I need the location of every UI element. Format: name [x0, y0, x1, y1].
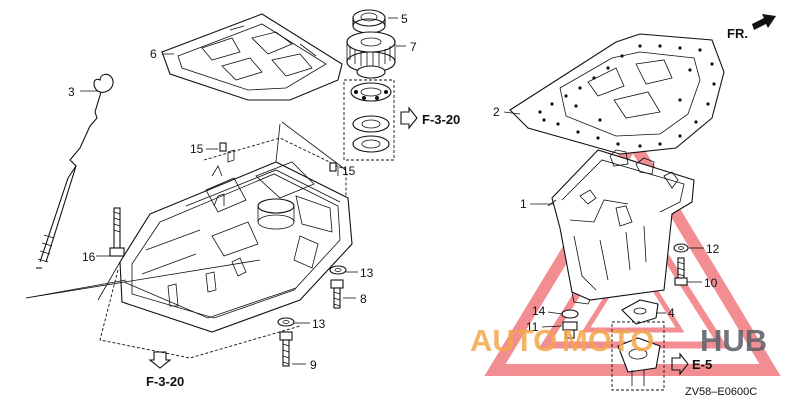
part-label-15-right: 15	[342, 164, 356, 178]
reference-arrow-e5	[671, 352, 689, 376]
gasket-14	[561, 309, 579, 319]
part-label-13-lower: 13	[312, 317, 326, 331]
plug-11	[562, 321, 578, 339]
reference-label-f3-20-top: F-3-20	[422, 112, 460, 127]
part-labels: 1 2 3 4 5 6 7 8 9 10 11 12 13 13 14 15 1…	[68, 12, 720, 372]
part-label-3: 3	[68, 85, 75, 99]
watermark-wordmark: AUTO MOTO HUB	[470, 323, 767, 358]
washer-13-upper	[329, 265, 347, 275]
washer-12	[673, 243, 689, 253]
strainer-cover-4	[621, 299, 659, 325]
reference-label-f3-20-bottom: F-3-20	[146, 374, 184, 389]
gasket-bolt-holes	[538, 44, 716, 148]
part-label-5: 5	[401, 12, 408, 26]
dowel-15b	[329, 162, 337, 172]
guide-lines	[25, 121, 347, 299]
washer-13-lower	[277, 317, 295, 327]
part-label-6: 6	[150, 47, 157, 61]
watermark-text-auto: AUTO	[470, 323, 557, 358]
part-label-16: 16	[82, 250, 96, 264]
part-label-13-upper: 13	[360, 266, 374, 280]
watermark-text-moto: MOTO	[562, 323, 654, 358]
bolt-8	[330, 279, 344, 309]
oil-pan-assembly	[97, 137, 353, 359]
reference-arrow-f3-20-top	[400, 106, 418, 130]
part-label-2: 2	[493, 105, 500, 119]
front-direction-label: FR.	[727, 26, 748, 41]
part-label-4: 4	[668, 306, 675, 320]
part-label-11: 11	[526, 320, 539, 334]
dowel-15	[219, 142, 227, 152]
bolt-9	[279, 331, 293, 367]
part-label-15-left: 15	[190, 142, 204, 156]
part-label-7: 7	[410, 40, 417, 54]
gasket-part-6	[161, 13, 343, 101]
label-leaders	[80, 17, 704, 365]
dipstick-part	[36, 73, 114, 269]
part-label-14: 14	[532, 304, 546, 318]
bolt-10	[674, 257, 688, 286]
front-direction-arrow	[752, 14, 776, 30]
gear-and-bearing-stack	[343, 9, 396, 161]
part-label-10: 10	[704, 276, 718, 290]
oil-case-part-1	[547, 149, 695, 305]
reference-label-e5: E-5	[692, 357, 712, 372]
reference-arrow-f3-20-bottom	[148, 351, 172, 369]
strainer-assembly	[611, 321, 665, 391]
watermark-text-hub: HUB	[700, 323, 767, 358]
part-label-1: 1	[520, 197, 527, 211]
bolt-16	[109, 207, 125, 257]
diagram-code: ZV58–E0600C	[685, 386, 757, 398]
part-label-12: 12	[706, 242, 720, 256]
gasket-part-2	[509, 33, 725, 155]
part-label-8: 8	[360, 292, 367, 306]
part-label-9: 9	[310, 358, 317, 372]
